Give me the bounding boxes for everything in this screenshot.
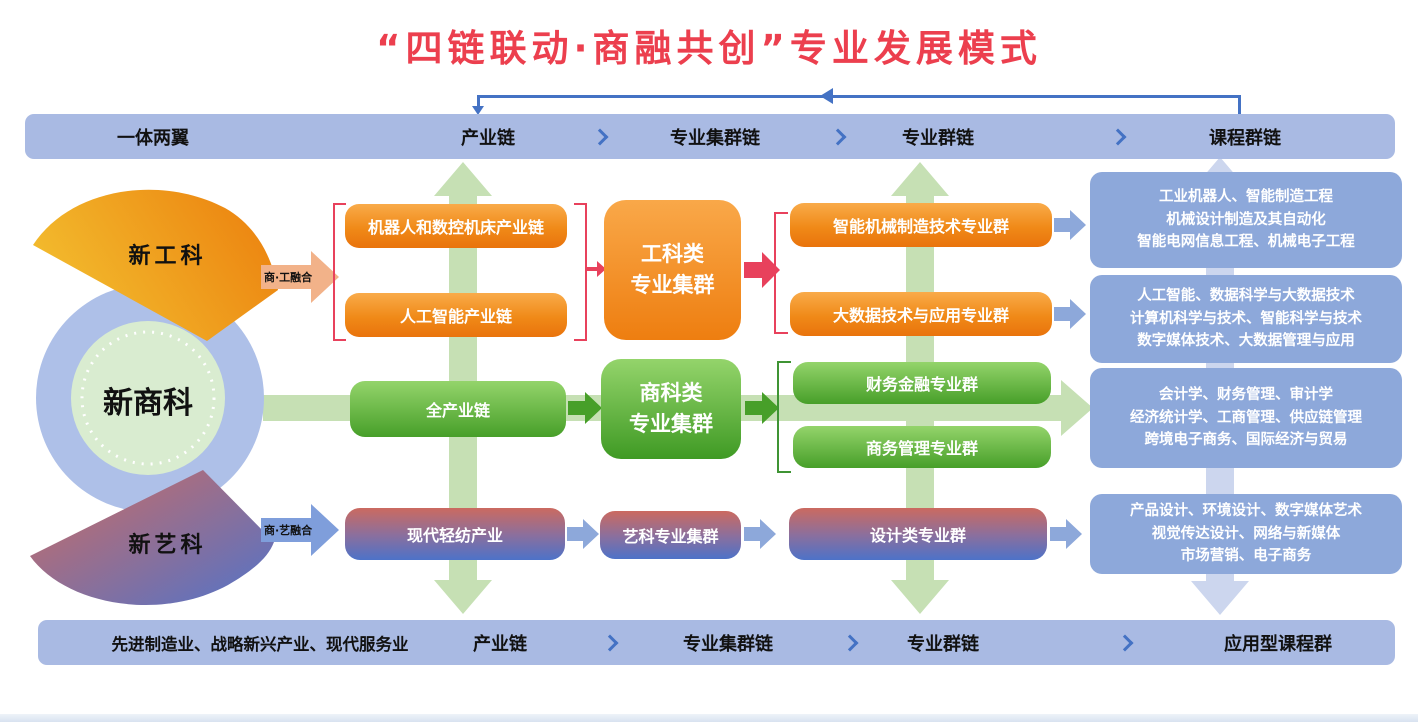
course-line: 视觉传达设计、网络与新媒体 — [1151, 525, 1341, 542]
course-line: 工业机器人、智能制造工程 — [1159, 189, 1333, 206]
bottom-bar-stage-cluster-chain: 专业集群链 — [683, 633, 773, 655]
top-bar-stage-course-chain: 课程群链 — [1209, 127, 1281, 149]
course-box-engineering-b: 人工智能、数据科学与大数据技术 计算机科学与技术、智能科学与技术 数字媒体技术、… — [1090, 275, 1402, 363]
course-line: 经济统计学、工商管理、供应链管理 — [1130, 409, 1362, 426]
course-line: 机械设计制造及其自动化 — [1166, 211, 1326, 228]
group-big-data-label: 大数据技术与应用专业群 — [832, 306, 1009, 325]
bottom-bar-stage-industry-chain: 产业链 — [473, 633, 527, 655]
chevron-right-icon — [1116, 634, 1134, 651]
group-finance-label: 财务金融专业群 — [865, 375, 978, 394]
course-line: 产品设计、环境设计、数字媒体艺术 — [1130, 503, 1362, 520]
feedback-line — [478, 95, 1240, 98]
arrow-right-icon-blue — [744, 519, 776, 549]
bottom-bar-stage-applied-courses: 应用型课程群 — [1224, 633, 1332, 655]
course-line: 人工智能、数据科学与大数据技术 — [1137, 288, 1355, 305]
industry-chain-ai-label: 人工智能产业链 — [399, 307, 512, 326]
new-engineering-label: 新工科 — [128, 244, 207, 269]
course-line: 数字媒体技术、大数据管理与应用 — [1137, 333, 1355, 350]
top-bar-stage-group-chain: 专业群链 — [902, 127, 974, 149]
bottom-bar-stage-group-chain: 专业群链 — [907, 633, 979, 655]
industry-chain-robotics-label: 机器人和数控机床产业链 — [367, 218, 544, 237]
course-line: 计算机科学与技术、智能科学与技术 — [1130, 310, 1362, 327]
course-line: 市场营销、电子商务 — [1180, 548, 1312, 565]
industry-chain-box-ai: 人工智能产业链 — [345, 293, 567, 337]
chevron-right-icon — [1109, 128, 1127, 145]
cluster-box-art: 艺科专业集群 — [600, 511, 741, 559]
course-line: 会计学、财务管理、审计学 — [1159, 387, 1333, 404]
cluster-business-line1: 商科类 — [639, 380, 703, 405]
cluster-box-business: 商科类 专业集群 — [601, 359, 741, 459]
bottom-bar-left-label: 先进制造业、战略新兴产业、现代服务业 — [111, 634, 409, 654]
hub-graphic — [30, 189, 278, 606]
bracket-open-industry-engineering — [333, 203, 346, 341]
course-box-engineering-a: 工业机器人、智能制造工程 机械设计制造及其自动化 智能电网信息工程、机械电子工程 — [1090, 172, 1402, 268]
industry-chain-full-label: 全产业链 — [425, 401, 490, 420]
cluster-engineering-line2: 专业集群 — [630, 273, 715, 297]
feedback-line-drop-left — [477, 95, 480, 108]
group-smart-machinery-label: 智能机械制造技术专业群 — [832, 217, 1009, 236]
top-stage-bar: 一体两翼 产业链 专业集群链 专业群链 课程群链 — [25, 114, 1395, 159]
top-bar-stage-industry-chain: 产业链 — [461, 127, 515, 149]
arrow-right-icon-blue — [1054, 210, 1086, 240]
chevron-right-icon — [829, 128, 847, 145]
chevron-right-icon — [591, 128, 609, 145]
fan-new-art — [30, 470, 274, 606]
arrow-down-icon — [472, 106, 484, 115]
group-box-smart-machinery: 智能机械制造技术专业群 — [790, 203, 1052, 247]
arrow-right-icon-red-small — [586, 261, 606, 277]
group-box-big-data: 大数据技术与应用专业群 — [790, 292, 1052, 336]
cluster-art-label: 艺科专业集群 — [622, 527, 719, 546]
course-box-art: 产品设计、环境设计、数字媒体艺术 视觉传达设计、网络与新媒体 市场营销、电子商务 — [1090, 494, 1402, 574]
top-bar-left-label: 一体两翼 — [117, 127, 189, 149]
cluster-box-engineering: 工科类 专业集群 — [604, 200, 741, 340]
hub-circle-new-business — [71, 321, 225, 475]
new-business-label: 新商科 — [103, 386, 193, 421]
fusion-art-label: 商·艺融合 — [264, 524, 313, 537]
arrow-right-icon-blue — [1050, 519, 1082, 549]
course-box-business: 会计学、财务管理、审计学 经济统计学、工商管理、供应链管理 跨境电子商务、国际经… — [1090, 368, 1402, 468]
group-design-label: 设计类专业群 — [869, 526, 966, 545]
group-box-design: 设计类专业群 — [789, 508, 1047, 560]
chevron-right-icon — [841, 634, 859, 651]
bracket-open-groups-business — [777, 361, 791, 473]
bottom-stage-bar: 先进制造业、战略新兴产业、现代服务业 产业链 专业集群链 专业群链 应用型课程群 — [38, 620, 1395, 665]
industry-chain-box-textile: 现代轻纺产业 — [345, 508, 565, 560]
industry-chain-box-robotics: 机器人和数控机床产业链 — [345, 204, 567, 248]
fusion-engineering-label: 商·工融合 — [264, 271, 313, 284]
course-line: 智能电网信息工程、机械电子工程 — [1137, 234, 1355, 251]
cluster-engineering-line1: 工科类 — [641, 241, 704, 266]
arrow-right-icon-blue — [1054, 299, 1086, 329]
feedback-line-drop-right — [1238, 95, 1241, 115]
arrow-right-icon-blue — [567, 519, 599, 549]
cluster-business-line2: 专业集群 — [629, 412, 713, 436]
chevron-right-icon — [601, 634, 619, 651]
bottom-edge-strip — [0, 714, 1418, 722]
group-box-finance: 财务金融专业群 — [793, 362, 1051, 404]
hub-dashed-ring — [80, 330, 216, 466]
top-bar-stage-cluster-chain: 专业集群链 — [670, 127, 760, 149]
fan-new-engineering — [33, 189, 278, 341]
industry-chain-textile-label: 现代轻纺产业 — [406, 526, 503, 545]
group-business-admin-label: 商务管理专业群 — [865, 439, 978, 458]
new-art-label: 新艺科 — [128, 533, 207, 558]
industry-chain-box-full: 全产业链 — [350, 381, 566, 437]
course-line: 跨境电子商务、国际经济与贸易 — [1144, 432, 1348, 449]
page-title: “四链联动·商融共创”专业发展模式 — [376, 27, 1042, 70]
bracket-close-industry-engineering — [574, 203, 587, 341]
bracket-open-groups-engineering — [774, 212, 788, 334]
arrow-left-icon — [820, 88, 833, 104]
group-box-business-admin: 商务管理专业群 — [793, 426, 1051, 468]
